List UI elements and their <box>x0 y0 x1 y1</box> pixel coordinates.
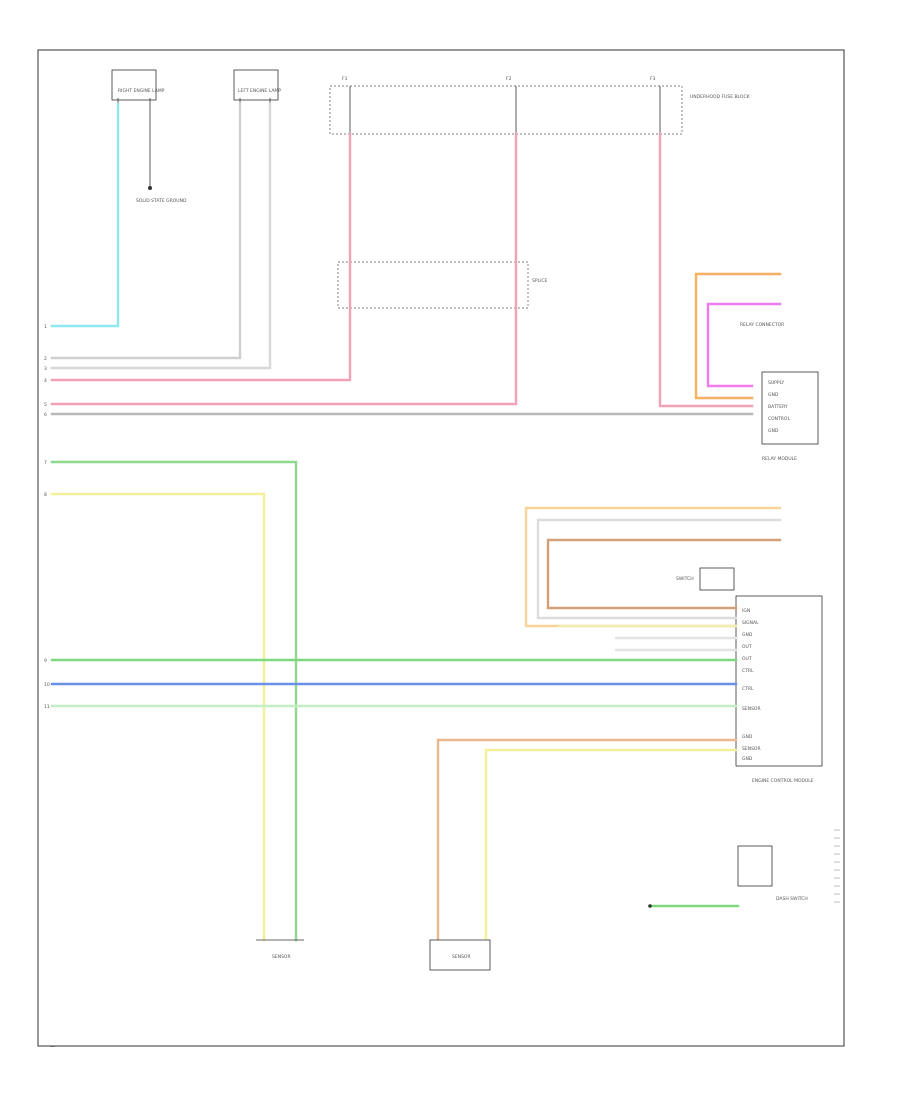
wire-green-vertical <box>50 460 298 942</box>
ecm-pin-11: GND <box>742 756 753 762</box>
right-engine-lamp: RIGHT ENGINE LAMP <box>111 69 165 104</box>
left-pin-7: 7 <box>44 460 47 466</box>
left-pin-3: 3 <box>44 366 47 372</box>
ecm-pin-4: OUT <box>742 644 752 650</box>
fuse-block <box>329 85 683 135</box>
wire-dark <box>50 102 272 370</box>
relay-connector-label: RELAY CONNECTOR <box>740 322 784 328</box>
diagram-frame <box>37 49 845 1047</box>
left-pin-9: 9 <box>44 658 47 664</box>
left-pin-4: 4 <box>44 378 47 384</box>
ecm-pin-3: GND <box>742 632 753 638</box>
left-pin-11: 11 <box>44 704 50 710</box>
left-pin-numbers: 1 2 3 4 5 6 7 8 9 10 11 <box>44 324 50 710</box>
frame-tick-marks <box>834 829 840 903</box>
relay-module-label: RELAY MODULE <box>762 456 797 462</box>
relay-pin-2: GND <box>768 392 779 398</box>
left-pin-2: 2 <box>44 356 47 362</box>
ecm-pin-10: SENSOR <box>742 746 761 752</box>
sensor-right: SENSOR <box>429 939 491 971</box>
relay-module: SUPPLY GND BATTERY CONTROL GND <box>761 371 819 445</box>
fuse-c-label: F3 <box>650 76 656 82</box>
sensor-left: SENSOR <box>256 939 304 960</box>
wire-pink-3 <box>658 132 754 408</box>
ecm-pin-6: CTRL <box>742 668 754 674</box>
sensor-left-label: SENSOR <box>272 954 291 960</box>
relay-pin-5: GND <box>768 428 779 434</box>
left-pin-6: 6 <box>44 412 47 418</box>
relay-pin-3: BATTERY <box>768 404 788 410</box>
ecm-pin-5: OUT <box>742 656 752 662</box>
switch-top: SWITCH <box>676 567 735 591</box>
ecm-pin-2: SIGNAL <box>742 620 759 626</box>
splice-label: SPLICE <box>532 278 548 284</box>
wire-pink-2 <box>50 132 518 406</box>
ecm-pin-7: CTRL <box>742 686 754 692</box>
ecm-label: ENGINE CONTROL MODULE <box>752 778 814 784</box>
wire-orange <box>694 272 782 400</box>
wire-gray <box>50 102 242 360</box>
left-engine-lamp: LEFT ENGINE LAMP <box>233 69 281 104</box>
relay-pin-1: SUPPLY <box>768 380 784 386</box>
left-pin-10: 10 <box>44 682 50 688</box>
footer-code: — <box>50 1044 55 1050</box>
ecm-pin-8: SENSOR <box>742 706 761 712</box>
wire-brown <box>546 538 782 610</box>
splice-box <box>337 261 529 309</box>
wire-yellow-right <box>484 748 738 942</box>
fuse-block-label: UNDERHOOD FUSE BLOCK <box>690 94 751 100</box>
wire-light-blue <box>50 102 120 328</box>
left-pin-1: 1 <box>44 324 47 330</box>
wire-light-gray <box>536 518 782 620</box>
connector-dot-icon <box>648 904 652 908</box>
dash-switch-label: DASH SWITCH <box>776 896 808 902</box>
wire-yellow-vertical <box>50 492 266 942</box>
left-pin-5: 5 <box>44 402 47 408</box>
engine-control-module: IGN SIGNAL GND OUT OUT CTRL CTRL SENSOR … <box>735 595 823 767</box>
left-lamp-label: LEFT ENGINE LAMP <box>238 88 281 94</box>
wire-magenta <box>706 302 782 388</box>
relay-pin-4: CONTROL <box>768 416 790 422</box>
left-pin-8: 8 <box>44 492 47 498</box>
ground-module-label: SOLID STATE GROUND <box>136 198 187 204</box>
switch-top-label: SWITCH <box>676 576 694 582</box>
ecm-pin-9: GND <box>742 734 753 740</box>
ground-node-icon <box>148 186 152 190</box>
wire-tan <box>436 738 738 942</box>
sensor-right-label: SENSOR <box>452 954 471 960</box>
wire-pink-1 <box>50 132 352 382</box>
fuse-b-label: F2 <box>506 76 512 82</box>
right-lamp-label: RIGHT ENGINE LAMP <box>118 88 165 94</box>
ecm-pin-1: IGN <box>742 608 750 614</box>
dash-switch: DASH SWITCH <box>737 845 808 902</box>
fuse-a-label: F1 <box>342 76 348 82</box>
